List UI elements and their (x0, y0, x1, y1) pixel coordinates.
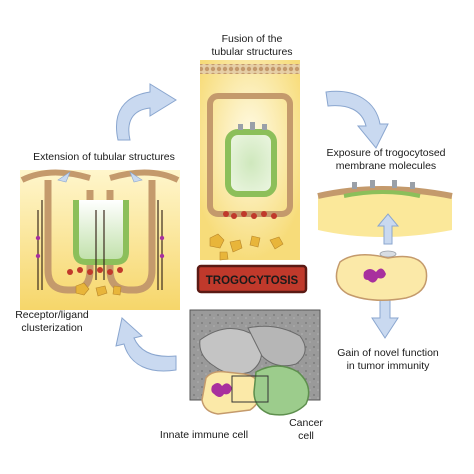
extension-panel (20, 169, 180, 310)
receptor-label-line2: clusterization (21, 322, 82, 334)
cycle-arrow-down-right (371, 299, 399, 339)
cycle-arrow-top-left (116, 83, 177, 141)
receptor-label-line1: Receptor/ligand (15, 309, 89, 321)
cancer-cell-label-line2: cell (298, 430, 314, 442)
fusion-label-line2: tubular structures (211, 46, 292, 58)
exposure-panel (317, 180, 453, 301)
fusion-panel (200, 60, 300, 261)
cancer-cell-label-line1: Cancer (289, 417, 323, 429)
gain-label-line1: Gain of novel function (337, 347, 439, 359)
exposure-label-line1: Exposure of trogocytosed (326, 147, 445, 159)
cycle-arrow-top-right (325, 90, 389, 149)
innate-immune-cell (201, 370, 262, 415)
fusion-label-line1: Fusion of the (222, 33, 283, 45)
extension-label: Extension of tubular structures (33, 151, 175, 163)
cycle-arrow-bottom-left (115, 317, 177, 372)
innate-immune-cell-label: Innate immune cell (160, 429, 248, 441)
zoom-box (231, 375, 269, 403)
cancer-cell (253, 365, 310, 416)
trogocytosis-label: TROGOCYTOSIS (206, 275, 299, 287)
gain-label-line2: in tumor immunity (347, 360, 431, 372)
exposure-label-line2: membrane molecules (336, 160, 436, 172)
trogocytosis-box: TROGOCYTOSIS (196, 264, 308, 294)
